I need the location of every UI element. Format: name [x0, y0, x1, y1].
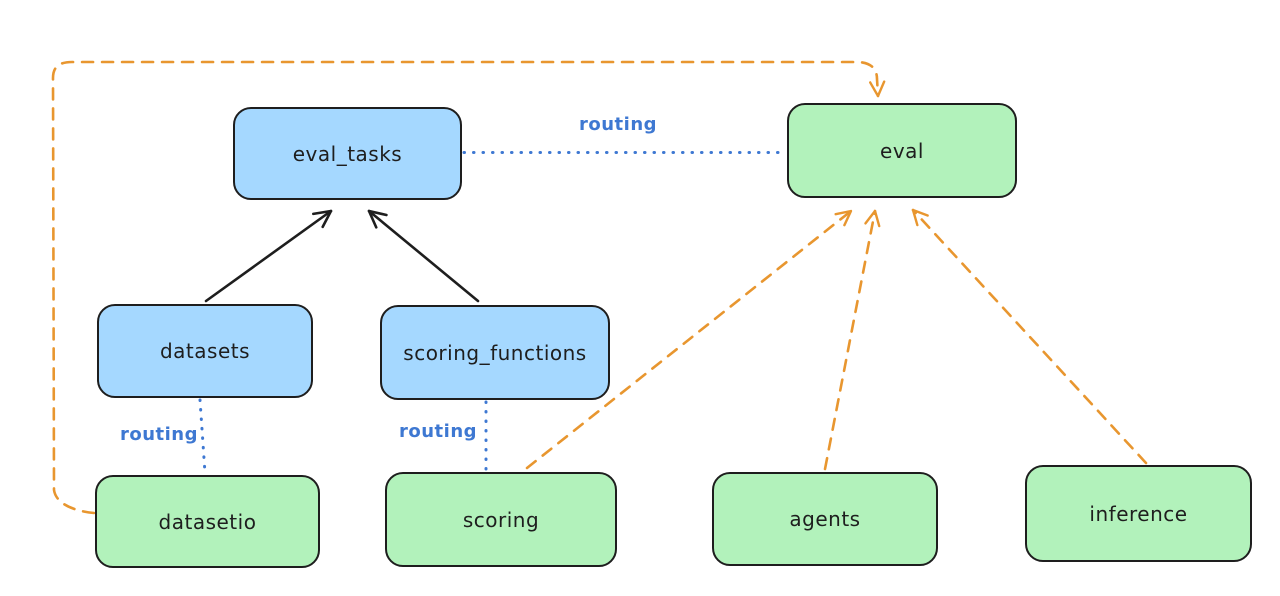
node-datasets: datasets [97, 304, 313, 398]
edge-label-routing-eval-tasks-eval: routing [578, 114, 658, 135]
edge-datasetio-to-eval [51, 60, 886, 515]
edge-agents-to-eval [823, 209, 881, 471]
node-agents: agents [712, 472, 938, 566]
edge-label-routing-scoring-functions-scoring: routing [399, 421, 478, 442]
node-eval: eval [787, 103, 1017, 198]
edge-datasets-to-eval-tasks [204, 209, 333, 303]
edge-inference-to-eval [911, 208, 1148, 465]
edge-scoring-to-eval [525, 209, 853, 470]
edge-scoring-functions-to-eval-tasks [367, 209, 480, 303]
edge-datasets-to-datasetio-routing [198, 398, 207, 475]
node-datasetio: datasetio [95, 475, 320, 568]
node-scoring: scoring [385, 472, 617, 567]
node-scoring-functions: scoring_functions [380, 305, 610, 400]
node-inference: inference [1025, 465, 1252, 562]
node-eval-tasks: eval_tasks [233, 107, 462, 200]
edge-label-routing-datasets-datasetio: routing [119, 424, 198, 445]
